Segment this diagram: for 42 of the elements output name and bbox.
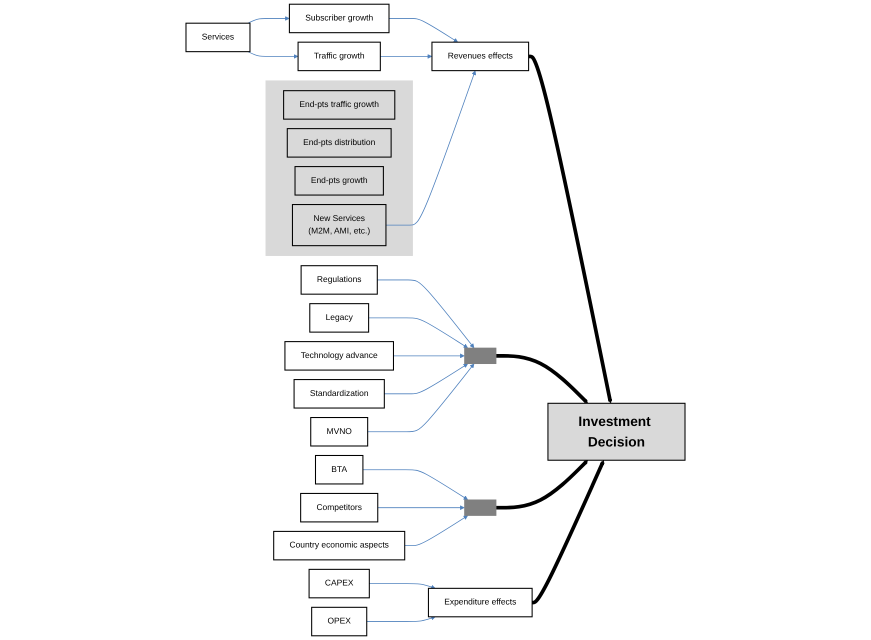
- node-bar: [464, 500, 496, 516]
- arrow: [532, 460, 605, 604]
- arrow: [384, 364, 468, 394]
- node-box: End-pts traffic growth: [283, 90, 396, 120]
- node-box: End-pts distribution: [286, 128, 392, 158]
- arrow: [368, 318, 468, 348]
- arrow: [362, 469, 468, 500]
- node-box: CAPEX: [308, 568, 370, 598]
- arrow: [388, 18, 458, 42]
- arrow: [496, 354, 588, 404]
- arrow: [528, 54, 612, 404]
- node-box: Revenues effects: [431, 42, 530, 72]
- node-box: Technology advance: [284, 341, 394, 371]
- node-box: BTA: [314, 454, 364, 484]
- node-box: Country economic aspects: [273, 530, 406, 560]
- node-box: Legacy: [309, 303, 370, 333]
- node-box: End-pts growth: [294, 166, 384, 196]
- arrow: [496, 460, 588, 510]
- arrow: [366, 616, 436, 622]
- cluster: [266, 80, 413, 256]
- node-box: OPEX: [311, 606, 368, 636]
- arrow: [367, 364, 474, 432]
- arrow: [248, 51, 298, 59]
- arrow: [377, 505, 465, 510]
- arrow: [386, 70, 476, 226]
- arrow: [376, 280, 474, 348]
- node-box: Regulations: [300, 265, 378, 295]
- arrow: [404, 515, 468, 546]
- arrow: [368, 583, 436, 590]
- node-box: New Services (M2M, AMI, etc.): [292, 204, 386, 246]
- node-box: Subscriber growth: [288, 4, 390, 34]
- node-box: MVNO: [310, 417, 368, 447]
- arrow: [248, 16, 290, 24]
- node-box: Investment Decision: [547, 402, 686, 461]
- node-box: Traffic growth: [298, 42, 381, 72]
- arrow: [380, 54, 432, 59]
- node-bar: [464, 348, 496, 364]
- node-box: Standardization: [294, 379, 385, 409]
- node-box: Services: [185, 22, 250, 52]
- node-box: Competitors: [300, 492, 378, 522]
- node-box: Expenditure effects: [428, 588, 533, 618]
- arrow: [393, 354, 465, 358]
